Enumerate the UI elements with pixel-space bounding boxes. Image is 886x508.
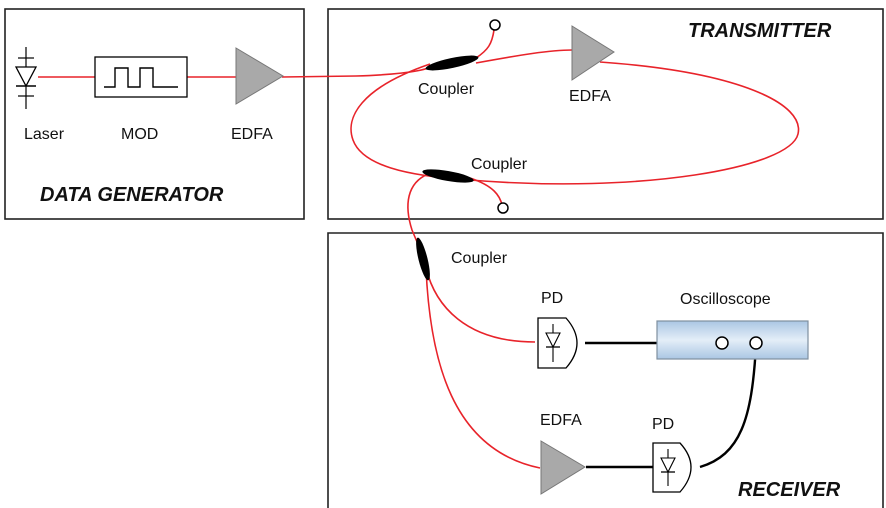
transmitter-title: TRANSMITTER xyxy=(688,20,832,42)
receiver-title: RECEIVER xyxy=(738,479,841,501)
edfa-generator-label: EDFA xyxy=(231,126,273,143)
edfa-loop-icon xyxy=(571,25,615,81)
edfa-generator-icon xyxy=(235,47,284,105)
transmitter-box xyxy=(327,8,884,220)
pd-lower-label: PD xyxy=(652,416,674,433)
edfa-receiver-icon xyxy=(540,440,586,495)
pd-lower-icon xyxy=(652,442,692,493)
pd-upper-icon xyxy=(537,317,578,369)
coupler-out-port-icon xyxy=(497,202,509,214)
data-generator-box xyxy=(4,8,305,220)
data-generator-title: DATA GENERATOR xyxy=(40,184,224,206)
fiber-paths xyxy=(38,29,800,469)
laser-label: Laser xyxy=(24,126,65,143)
receiver-box xyxy=(327,232,884,508)
modulator-icon xyxy=(94,56,188,98)
pd-upper-label: PD xyxy=(541,290,563,307)
oscilloscope-icon xyxy=(656,320,809,360)
coupler-out-icon xyxy=(422,169,474,183)
coupler-split-label: Coupler xyxy=(451,250,508,267)
coupler-in-label: Coupler xyxy=(418,81,475,98)
mod-label: MOD xyxy=(121,126,158,143)
edfa-receiver-label: EDFA xyxy=(540,412,582,429)
coupler-in-port-icon xyxy=(489,19,501,31)
oscilloscope-label: Oscilloscope xyxy=(680,291,771,308)
coupler-out-label: Coupler xyxy=(471,156,528,173)
edfa-loop-label: EDFA xyxy=(569,88,611,105)
coupler-in-icon xyxy=(425,55,479,71)
coupler-split-icon xyxy=(416,237,430,281)
laser-icon xyxy=(14,47,38,109)
